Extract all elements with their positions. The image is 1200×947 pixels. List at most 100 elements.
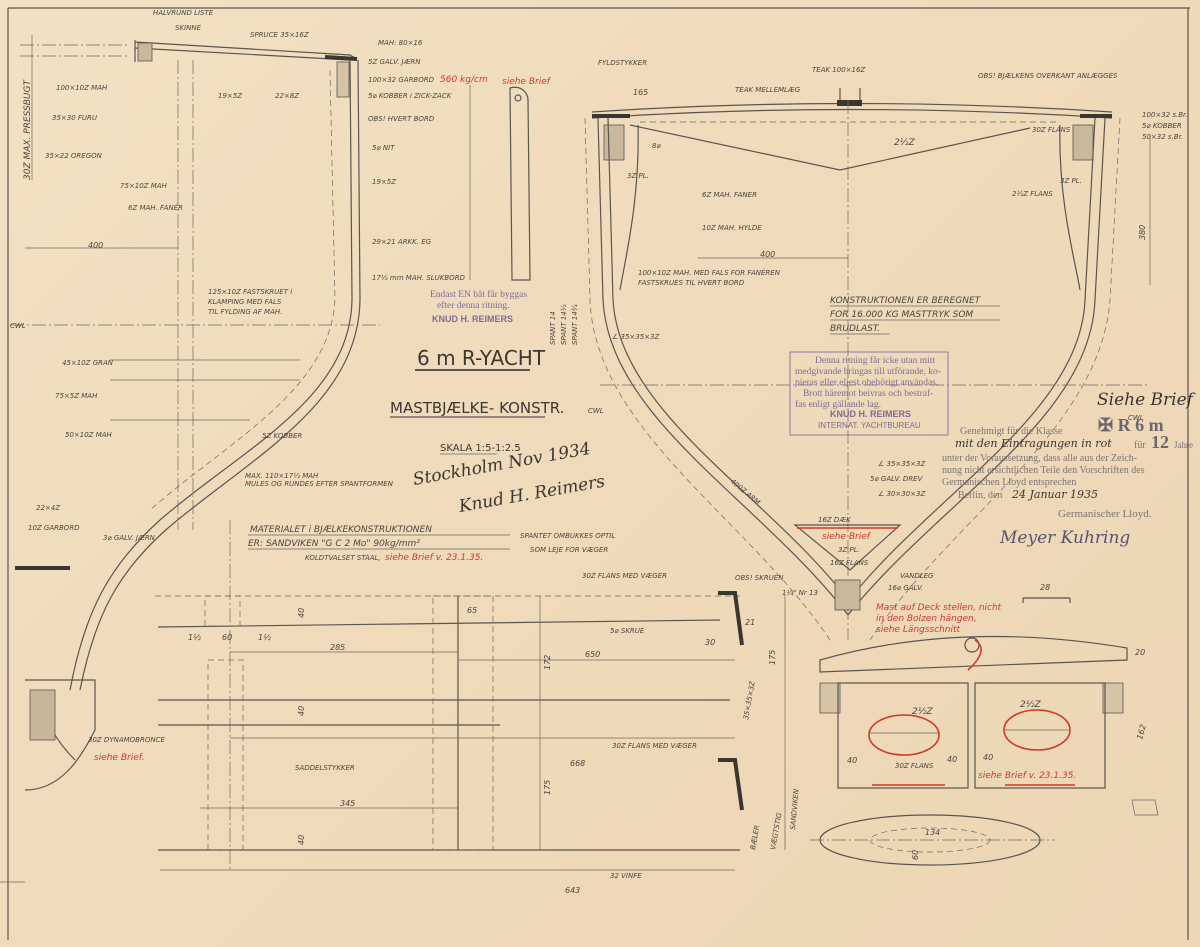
dimension: 380 <box>1138 225 1147 240</box>
label: 400Z ARM <box>729 477 762 506</box>
label: 125×10Z FASTSKRUET i <box>208 288 292 296</box>
label: 100×10Z MAH. MED FALS FOR FANÉREN <box>638 268 781 277</box>
label: 3Z PL. <box>627 172 649 180</box>
right-hull-section <box>584 88 1151 641</box>
label: 35×22 OREGON <box>45 152 103 160</box>
label: 29×21 ARKK. EG <box>372 238 432 246</box>
label: 19×5Z <box>372 178 396 186</box>
note-line: SPANTET OMBUKKES OPTIL <box>520 532 615 540</box>
label: SPRUCE 35×16Z <box>250 31 309 39</box>
bracket-elevation <box>469 85 531 281</box>
label: TEAK MELLEMLÆG <box>735 86 801 94</box>
label: OBS! HVERT BORD <box>368 115 435 123</box>
dimension: 134 <box>925 828 940 837</box>
stamp-line: fas enligt gällande lag. <box>795 399 881 410</box>
label: ∠ 30×30×3Z <box>878 490 925 498</box>
dimension: 172 <box>543 655 552 670</box>
label: 5Z GALV. JÆRN <box>368 58 421 66</box>
approval-line: unter der Voraussetzung, dass alle aus d… <box>942 453 1137 464</box>
mast-step-detail <box>810 597 1159 866</box>
note-line: KOLDTVALSET STAAL, <box>305 554 381 562</box>
label: 2½Z FLANS <box>1012 190 1053 198</box>
label: SADDELSTYKKER <box>295 764 355 772</box>
red-note: siehe Längsschnitt <box>876 625 961 635</box>
label: 22×8Z <box>275 92 299 100</box>
approval-handnote: Siehe Brief <box>1097 390 1196 410</box>
dimension: 40 <box>847 756 857 765</box>
label: HALVRUND LISTE <box>153 9 214 17</box>
label: 3⌀ GALV. JÆRN <box>103 534 156 542</box>
label: 3Z PL. <box>838 546 860 554</box>
approval-line: nung nicht ersichtlichen Teile den Vorsc… <box>942 465 1145 476</box>
dimension: 400 <box>88 241 103 250</box>
label: 100×32 GARBORD <box>368 76 435 84</box>
dimension: 65 <box>467 606 477 615</box>
copyright-stamp: Denna ritning får icke utan mitt medgiva… <box>789 351 949 436</box>
stamp-line: Brott häremot beivras och bestraf- <box>803 388 933 399</box>
label: 16Z FLANS <box>830 559 869 567</box>
label: MAH: 80×16 <box>378 39 423 47</box>
red-note: siehe Brief. <box>94 753 145 763</box>
approval-date: 24 Januar 1935 <box>1011 488 1098 501</box>
dimension: 1½ <box>188 633 201 642</box>
left-section-labels: HALVRUND LISTE SKINNE SPRUCE 35×16Z MAH:… <box>10 9 552 763</box>
label: CWL <box>1128 414 1144 422</box>
drawing-scale: SKALA 1:5-1:2.5 <box>440 443 521 454</box>
red-note: 560 kg/cm <box>440 75 488 85</box>
dimension: 60 <box>911 850 920 860</box>
label: 5Z KOBBER <box>262 432 302 440</box>
approval-line: für <box>1134 440 1146 451</box>
approval-org: Germanischer Lloyd. <box>1058 508 1152 520</box>
mast-step-labels: Mast auf Deck stellen, nicht in den Bolz… <box>847 583 1148 860</box>
label: CWL <box>10 322 26 330</box>
label: OBS! BJÆLKENS OVERKANT ANLÆGGES <box>978 72 1118 80</box>
label: ∠ 35×35×3Z <box>878 460 925 468</box>
dimension: 40 <box>983 753 993 762</box>
right-section-labels: FYLDSTYKKER 165 TEAK MELLEMLÆG TEAK 100×… <box>549 59 1188 567</box>
label: 16Z DÆK <box>818 516 852 524</box>
label: 8⌀ <box>652 142 661 150</box>
stamp-line: Endast EN båt får byggas <box>430 289 527 300</box>
dimension: 40 <box>297 608 306 618</box>
label: 32 VINFE <box>610 872 642 880</box>
label: 30Z FLANS MED VÆGER <box>582 572 667 580</box>
red-note: Mast auf Deck stellen, nicht <box>876 603 1002 613</box>
label: 35×35×3Z <box>742 681 757 721</box>
label: TEAK 100×16Z <box>812 66 865 74</box>
label: 35×30 FURU <box>52 114 97 122</box>
approval-hand-insert: mit den Eintragungen in rot <box>955 437 1112 450</box>
label: SKINNE <box>175 24 202 32</box>
label: 5⌀ NIT <box>372 144 395 152</box>
label: SPANT 14½ <box>560 304 568 345</box>
label: 100×10Z MAH <box>56 84 108 92</box>
stamp-line: Denna ritning får icke utan mitt <box>815 355 935 366</box>
dimension: 40 <box>947 755 957 764</box>
label: 17½ mm MAH. SLUKBORD <box>372 274 466 282</box>
label: 5⌀ GALV. DREV <box>870 475 924 483</box>
approval-line: Berlin, den <box>958 490 1002 501</box>
label: 100×32 s.Br. <box>1142 111 1188 119</box>
note-line: FOR 16.000 KG MASTTRYK SOM <box>830 310 973 320</box>
dimension: 400 <box>760 250 775 259</box>
label: VÆGTSTIG <box>769 811 783 850</box>
dimension: 40 <box>297 706 306 716</box>
red-note: siehe Brief v. 23.1.35. <box>385 553 483 563</box>
note-line: MATERIALET i BJÆLKEKONSTRUKTIONEN <box>250 525 432 535</box>
label: SPANT 14¾ <box>571 304 579 345</box>
approval-line: Genehmigt für die Klasse <box>960 426 1063 437</box>
label: VANDLEG <box>900 572 934 580</box>
dimension: 60 <box>222 633 232 642</box>
label: FYLDSTYKKER <box>598 59 647 67</box>
label: 75×5Z MAH <box>55 392 98 400</box>
label: 3Z PL. <box>1060 177 1082 185</box>
dimension: 28 <box>1040 583 1050 592</box>
label: MULES OG RUNDES EFTER SPANTFORMEN <box>245 480 394 488</box>
label: 5⌀ KOBBER i ZICK-ZACK <box>368 92 453 100</box>
class-mark: ✠ R 6 m <box>1098 415 1164 435</box>
label: MAX. 110×17½ MAH <box>245 472 319 480</box>
red-note: siehe Brief <box>822 532 872 542</box>
dimension: 668 <box>570 759 585 768</box>
approval-stamp: Siehe Brief Genehmigt für die Klasse ✠ R… <box>942 390 1196 548</box>
stamp-line: efter denna ritning. <box>437 300 510 311</box>
label: 10Z MAH. HYLDE <box>702 224 762 232</box>
